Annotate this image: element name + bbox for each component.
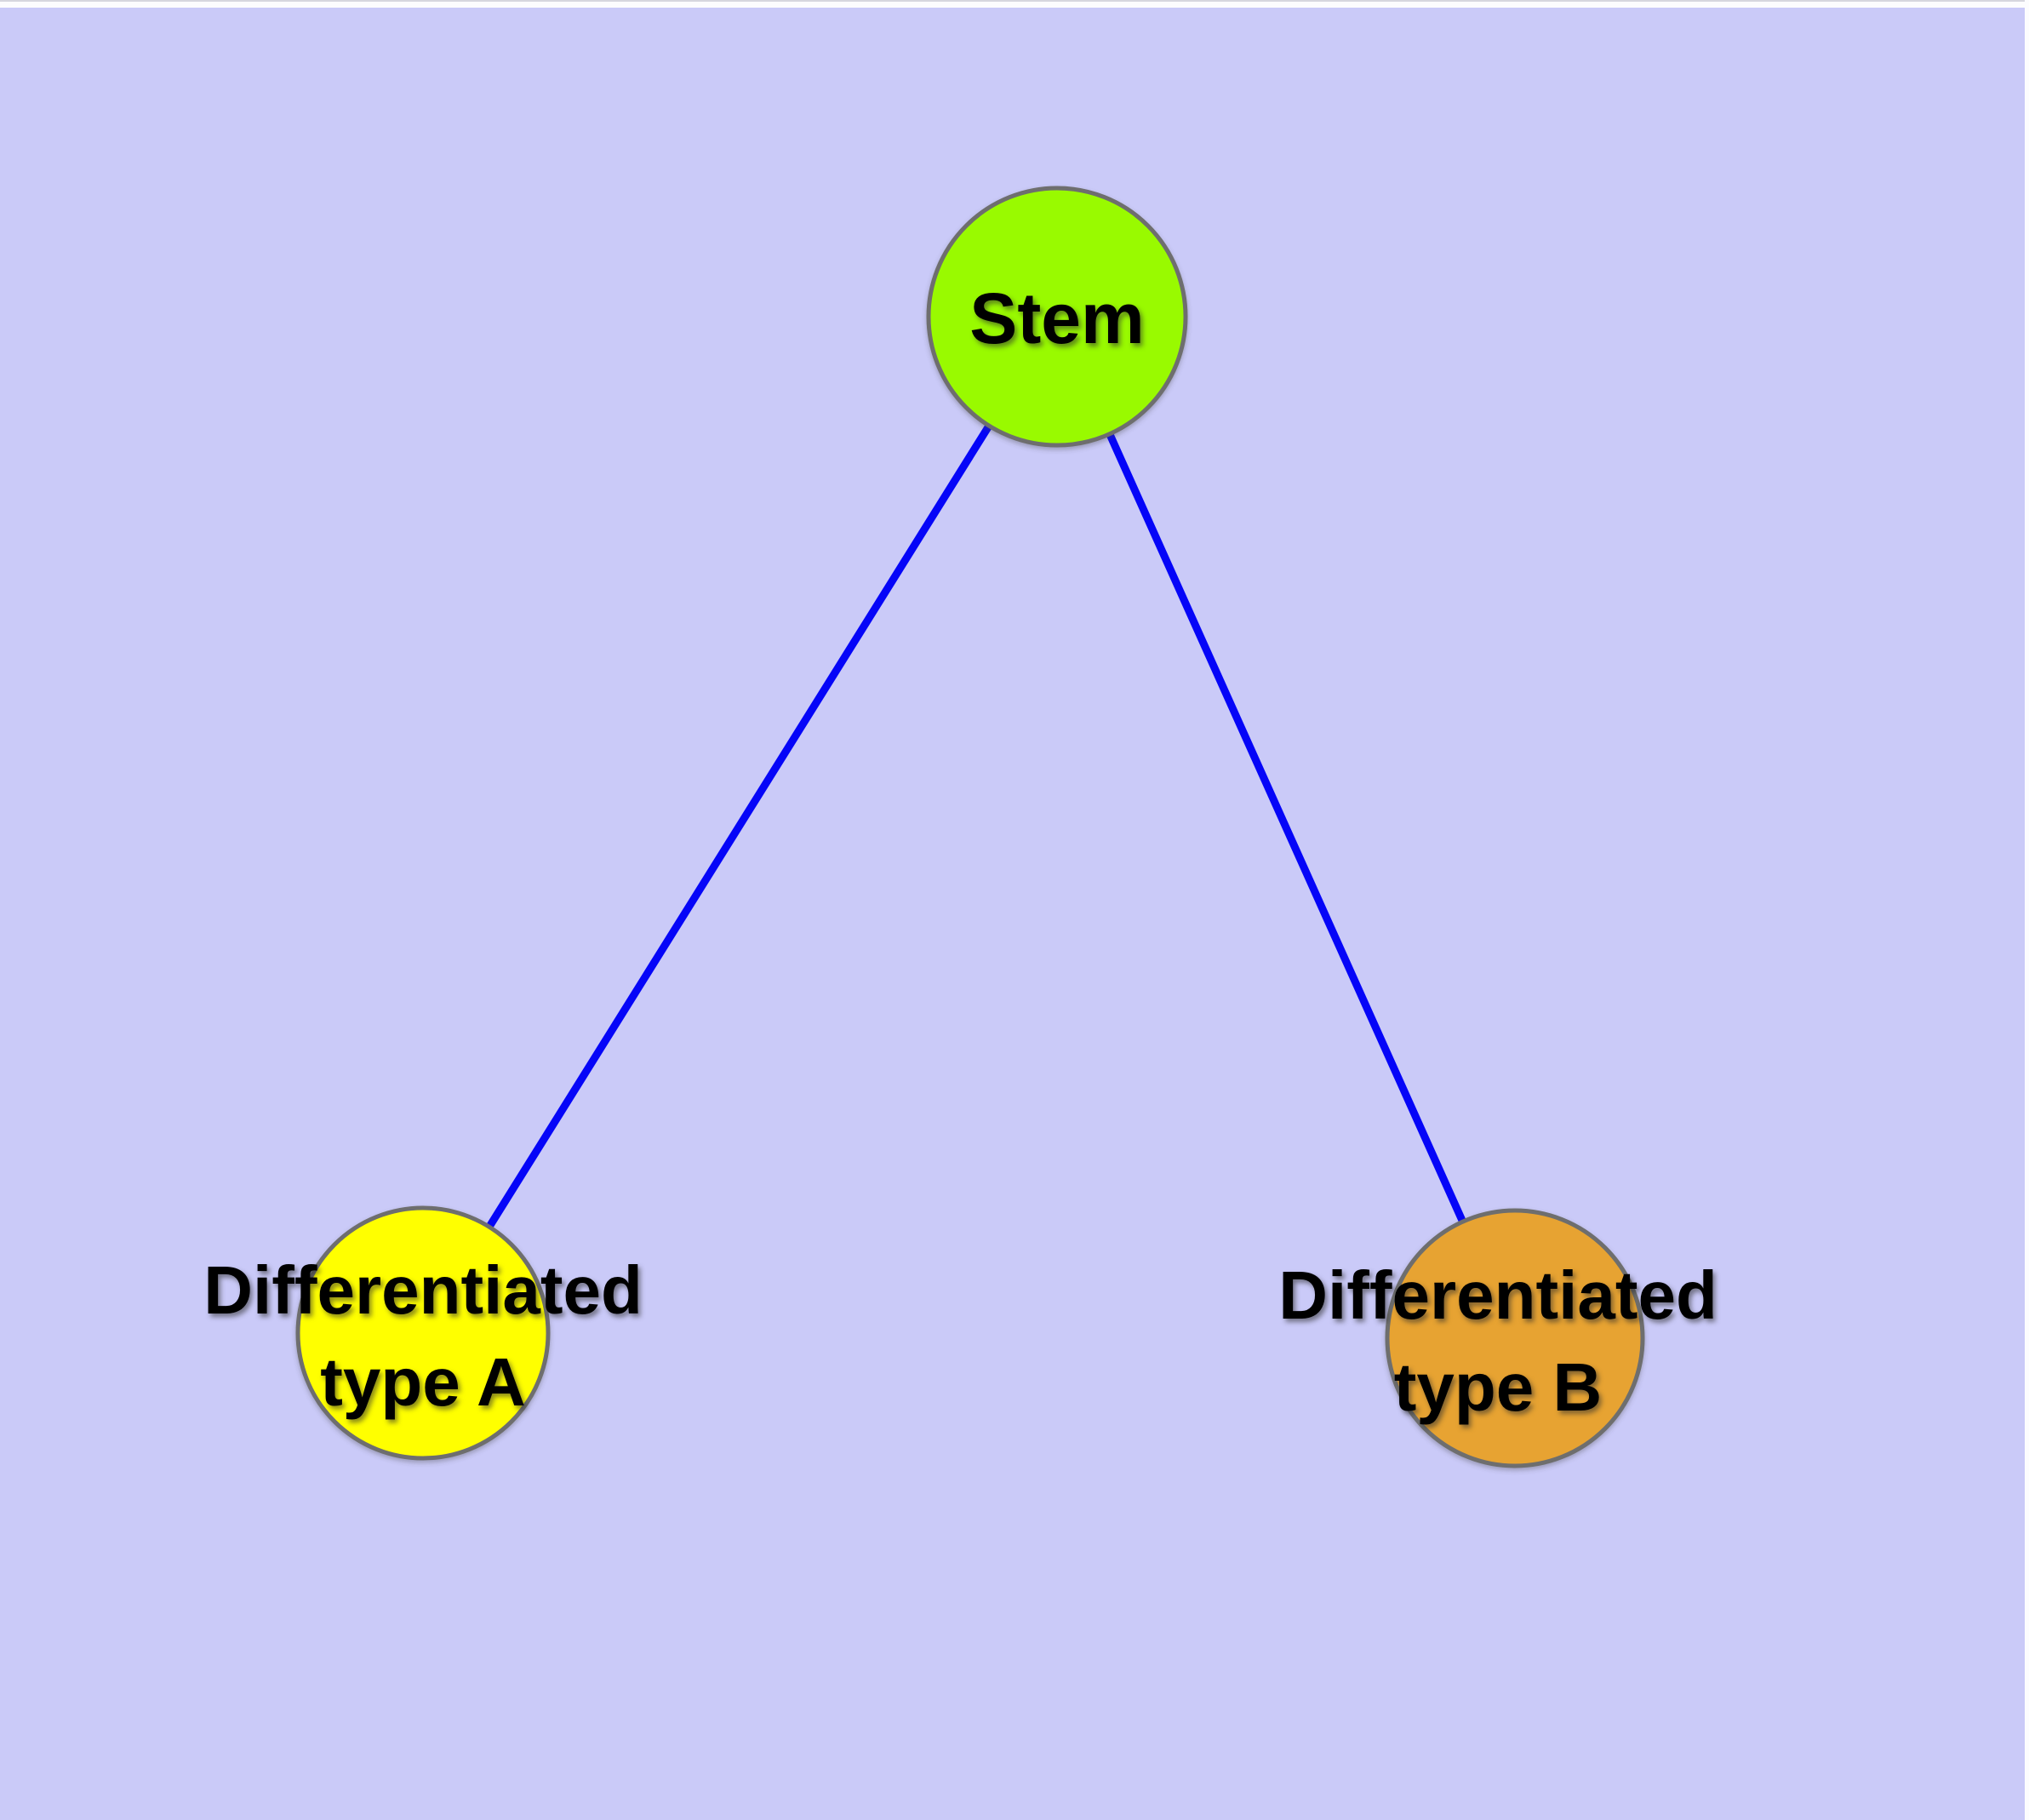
window-right-margin	[2025, 0, 2029, 1820]
node-differentiated-type-a	[295, 1205, 551, 1461]
edge-stem-to-type-a	[419, 312, 1061, 1337]
node-stem	[926, 186, 1188, 448]
edge-stem-to-type-b	[1053, 312, 1519, 1342]
window-top-margin	[0, 0, 2029, 8]
node-differentiated-type-b	[1385, 1208, 1645, 1468]
